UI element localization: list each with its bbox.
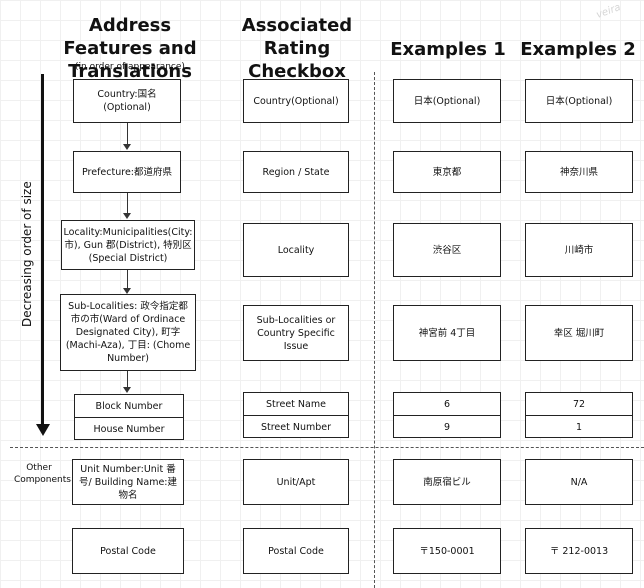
decreasing-size-arrowhead (36, 424, 50, 436)
ex1-house-text: 9 (443, 421, 451, 433)
header-note: (in order of appearance) (75, 62, 185, 72)
feature-unit: Unit Number:Unit 番号/ Building Name:建物名 (72, 459, 184, 505)
ex2-block-text: 72 (572, 398, 586, 410)
side-label: Decreasing order of size (20, 181, 34, 327)
connector-arrowhead (123, 288, 131, 294)
feature-postal: Postal Code (72, 528, 184, 574)
rating-region-text: Region / State (262, 166, 330, 178)
ex1-unit: 南原宿ビル (393, 459, 501, 505)
ex1-postal-text: 〒150-0001 (419, 545, 475, 557)
feature-unit-text: Unit Number:Unit 番号/ Building Name:建物名 (78, 463, 177, 501)
other-components-label: Other Components (14, 463, 71, 485)
connector-arrowhead (123, 144, 131, 150)
connector-arrowhead (123, 387, 131, 393)
feature-block-house: Block Number House Number (74, 394, 184, 440)
ex2-locality: 川崎市 (525, 223, 633, 277)
ex1-block-house: 6 9 (393, 392, 501, 438)
rating-street-name-text: Street Name (266, 398, 326, 410)
ex2-sublocalities: 幸区 堀川町 (525, 305, 633, 361)
rating-country-text: Country(Optional) (253, 95, 339, 107)
ex1-country-text: 日本(Optional) (413, 95, 481, 107)
feature-country-text: Country:国名 (Optional) (97, 89, 157, 113)
header-address-features: Address Features and Translations (63, 15, 197, 82)
ex1-sublocalities-text: 神宮前 4丁目 (418, 327, 476, 339)
ex1-locality-text: 渋谷区 (432, 244, 462, 256)
connector (127, 123, 128, 145)
rating-unit: Unit/Apt (243, 459, 349, 505)
rating-locality: Locality (243, 223, 349, 277)
rating-sublocalities: Sub-Localities or Country Specific Issue (243, 305, 349, 361)
feature-house: House Number (75, 418, 183, 440)
ex1-sublocalities: 神宮前 4丁目 (393, 305, 501, 361)
rating-street-number: Street Number (244, 416, 348, 438)
feature-block: Block Number (75, 395, 183, 418)
rating-country: Country(Optional) (243, 79, 349, 123)
ex1-prefecture: 東京都 (393, 151, 501, 193)
rating-street: Street Name Street Number (243, 392, 349, 438)
rating-region: Region / State (243, 151, 349, 193)
feature-locality-text: Locality:Municipalities(City:市), Gun 郡(D… (63, 226, 193, 264)
watermark: veira (594, 2, 623, 21)
rating-street-number-text: Street Number (260, 421, 332, 433)
feature-block-text: Block Number (95, 400, 163, 412)
header-rating-checkbox: Associated Rating Checkbox (241, 15, 353, 82)
rating-sublocalities-text: Sub-Localities or Country Specific Issue (256, 314, 336, 352)
horizontal-separator (10, 447, 644, 448)
ex1-country: 日本(Optional) (393, 79, 501, 123)
ex2-prefecture-text: 神奈川県 (559, 166, 598, 178)
connector (127, 193, 128, 214)
ex2-house-text: 1 (575, 421, 583, 433)
ex1-locality: 渋谷区 (393, 223, 501, 277)
ex2-sublocalities-text: 幸区 堀川町 (553, 327, 605, 339)
header-examples-1: Examples 1 (390, 39, 506, 60)
feature-locality: Locality:Municipalities(City:市), Gun 郡(D… (61, 220, 195, 270)
ex2-house: 1 (526, 416, 632, 438)
rating-unit-text: Unit/Apt (276, 476, 316, 488)
ex2-locality-text: 川崎市 (564, 244, 594, 256)
ex1-block-text: 6 (443, 398, 451, 410)
ex2-country: 日本(Optional) (525, 79, 633, 123)
ex2-unit-text: N/A (570, 476, 588, 488)
connector (127, 270, 128, 289)
ex2-block: 72 (526, 393, 632, 416)
connector (127, 371, 128, 388)
ex2-country-text: 日本(Optional) (545, 95, 613, 107)
ex1-house: 9 (394, 416, 500, 438)
decreasing-size-arrow (41, 74, 44, 426)
feature-postal-text: Postal Code (100, 545, 156, 557)
ex2-unit: N/A (525, 459, 633, 505)
header-examples-2: Examples 2 (520, 39, 636, 60)
rating-postal-text: Postal Code (268, 545, 324, 557)
ex1-prefecture-text: 東京都 (432, 166, 462, 178)
rating-postal: Postal Code (243, 528, 349, 574)
feature-prefecture-text: Prefecture:都道府県 (81, 166, 172, 178)
feature-country: Country:国名 (Optional) (73, 79, 181, 123)
feature-sublocalities: Sub-Localities: 政令指定都市の市(Ward of Ordinac… (60, 294, 196, 371)
feature-house-text: House Number (93, 423, 165, 435)
feature-sublocalities-text: Sub-Localities: 政令指定都市の市(Ward of Ordinac… (65, 301, 191, 364)
ex2-prefecture: 神奈川県 (525, 151, 633, 193)
ex2-postal-text: 〒 212-0013 (549, 545, 609, 557)
ex1-postal: 〒150-0001 (393, 528, 501, 574)
rating-street-name: Street Name (244, 393, 348, 416)
vertical-separator (374, 72, 375, 588)
rating-locality-text: Locality (277, 244, 315, 256)
feature-prefecture: Prefecture:都道府県 (73, 151, 181, 193)
ex1-unit-text: 南原宿ビル (423, 476, 471, 488)
ex2-block-house: 72 1 (525, 392, 633, 438)
ex1-block: 6 (394, 393, 500, 416)
connector-arrowhead (123, 213, 131, 219)
ex2-postal: 〒 212-0013 (525, 528, 633, 574)
